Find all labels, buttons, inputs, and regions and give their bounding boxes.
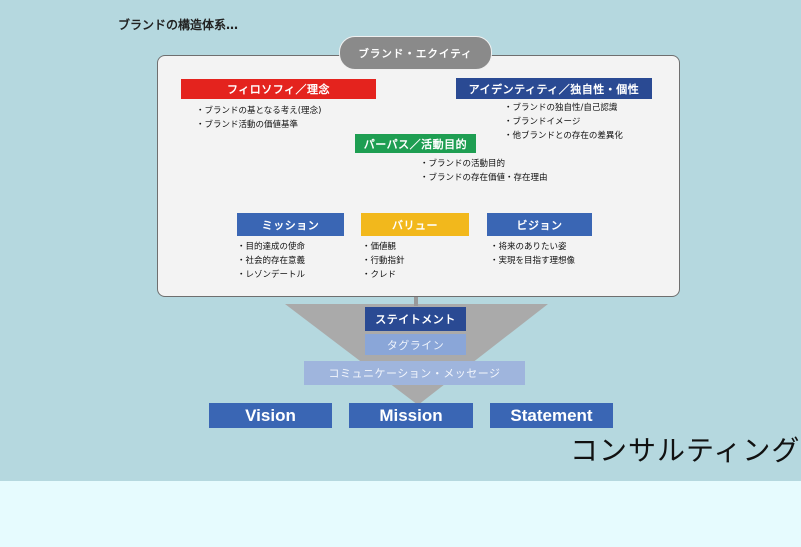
bullet-item: ・ブランドの存在価値・存在理由	[420, 173, 548, 183]
bullet-item: ・将来のありたい姿	[490, 242, 567, 252]
value-box: バリュー	[361, 213, 469, 236]
communication-message-box: コミュニケーション・メッセージ	[304, 361, 525, 385]
brand-equity-pill: ブランド・エクイティ	[339, 36, 492, 70]
identity-box: アイデンティティ／独自性・個性	[456, 78, 652, 99]
mission-label-box: Mission	[349, 403, 473, 428]
bullet-item: ・社会的存在意義	[237, 256, 306, 266]
bullet-item: ・実現を目指す理想像	[490, 256, 576, 266]
bullet-item: ・ブランドイメージ	[504, 117, 581, 127]
bullet-item: ・ブランドの独自性/自己認識	[504, 103, 618, 113]
bullet-item: ・クレド	[362, 270, 397, 280]
vision-bullets: ・将来のありたい姿 ・実現を目指す理想像	[490, 240, 575, 268]
vision-label-box: Vision	[209, 403, 332, 428]
bullet-item: ・価値観	[362, 242, 397, 252]
purpose-bullets: ・ブランドの活動目的 ・ブランドの存在価値・存在理由	[420, 157, 548, 185]
identity-bullets: ・ブランドの独自性/自己認識 ・ブランドイメージ ・他ブランドとの存在の差異化	[504, 101, 623, 143]
philosophy-bullets: ・ブランドの基となる考え(理念) ・ブランド活動の価値基準	[196, 104, 321, 132]
bullet-item: ・ブランドの基となる考え(理念)	[196, 106, 322, 116]
bullet-item: ・ブランド活動の価値基準	[196, 120, 299, 130]
bullet-item: ・他ブランドとの存在の差異化	[504, 131, 623, 141]
bullet-item: ・ブランドの活動目的	[420, 159, 506, 169]
header-note: ブランドの構造体系…	[118, 18, 239, 32]
mission-box: ミッション	[237, 213, 344, 236]
tagline-box: タグライン	[365, 334, 466, 355]
consulting-title: コンサルティング	[570, 434, 801, 467]
statement-label-box: Statement	[490, 403, 613, 428]
value-bullets: ・価値観 ・行動指針 ・クレド	[362, 240, 405, 282]
bullet-item: ・レゾンデートル	[237, 270, 306, 280]
bullet-item: ・目的達成の使命	[237, 242, 306, 252]
bullet-item: ・行動指針	[362, 256, 405, 266]
vision-box: ビジョン	[487, 213, 592, 236]
mission-bullets: ・目的達成の使命 ・社会的存在意義 ・レゾンデートル	[237, 240, 305, 282]
purpose-box: パーパス／活動目的	[355, 134, 476, 153]
statement-box: ステイトメント	[365, 307, 466, 331]
philosophy-box: フィロソフィ／理念	[181, 79, 376, 99]
